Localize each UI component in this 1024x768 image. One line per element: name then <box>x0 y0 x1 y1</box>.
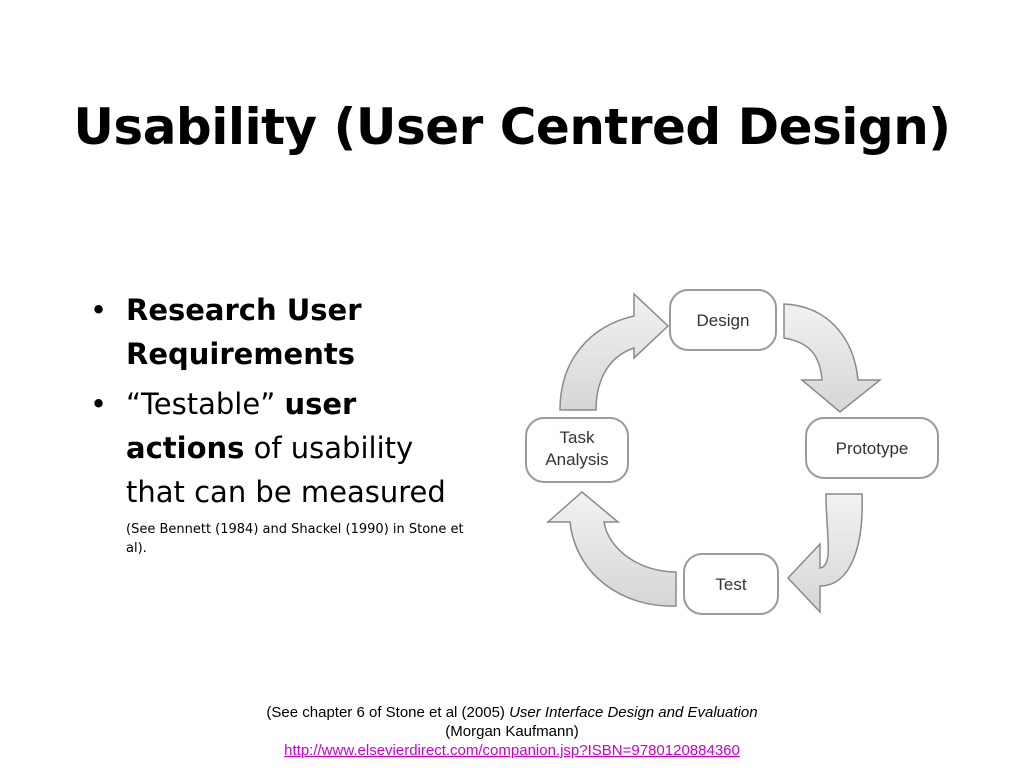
svg-text:Prototype: Prototype <box>836 439 909 458</box>
slide-title: Usability (User Centred Design) <box>73 98 951 156</box>
ucd-cycle-diagram: Design Prototype Test Task Analysis <box>525 289 939 615</box>
cycle-node-test: Test <box>683 553 779 615</box>
bullet-text-research: Research User Requirements <box>126 293 362 371</box>
svg-text:Test: Test <box>715 575 746 594</box>
svg-text:Analysis: Analysis <box>545 450 608 469</box>
cycle-node-prototype: Prototype <box>805 417 939 479</box>
cycle-arrow-test-to-analysis <box>546 491 677 607</box>
bullet-testable-prefix: “Testable” <box>126 387 285 421</box>
reference-footer: (See chapter 6 of Stone et al (2005) Use… <box>150 703 874 760</box>
bullet-rest: of usability <box>244 431 414 465</box>
footer-book-title: User Interface Design and Evaluation <box>509 704 758 721</box>
footer-reference-text: (See chapter 6 of Stone et al (2005) <box>266 704 510 721</box>
cycle-node-design: Design <box>669 289 777 351</box>
bullet-bold-actions: actions <box>126 431 245 465</box>
bullet-list: • Research User Requirements • “Testable… <box>88 288 488 564</box>
svg-text:Design: Design <box>697 311 750 330</box>
cycle-arrow-prototype-to-test <box>786 493 863 614</box>
bullet-dot-icon: • <box>90 387 108 421</box>
bullet-bold-user: user <box>284 387 357 421</box>
cycle-node-task-analysis: Task Analysis <box>525 417 629 483</box>
bullet-research-requirements: • Research User Requirements <box>88 288 488 376</box>
cycle-arrow-design-to-prototype <box>783 303 883 413</box>
footer-publisher: (Morgan Kaufmann) <box>445 723 579 740</box>
bullet-dot-icon: • <box>90 293 108 327</box>
bullet-testable-actions: • “Testable” user actions of usability t… <box>88 382 488 558</box>
bullet-citation-note: (See Bennett (1984) and Shackel (1990) i… <box>126 522 464 556</box>
footer-companion-link[interactable]: http://www.elsevierdirect.com/companion.… <box>284 742 740 759</box>
cycle-arrow-analysis-to-design <box>559 292 670 411</box>
bullet-line3: that can be measured <box>126 475 446 509</box>
svg-text:Task: Task <box>560 428 595 447</box>
